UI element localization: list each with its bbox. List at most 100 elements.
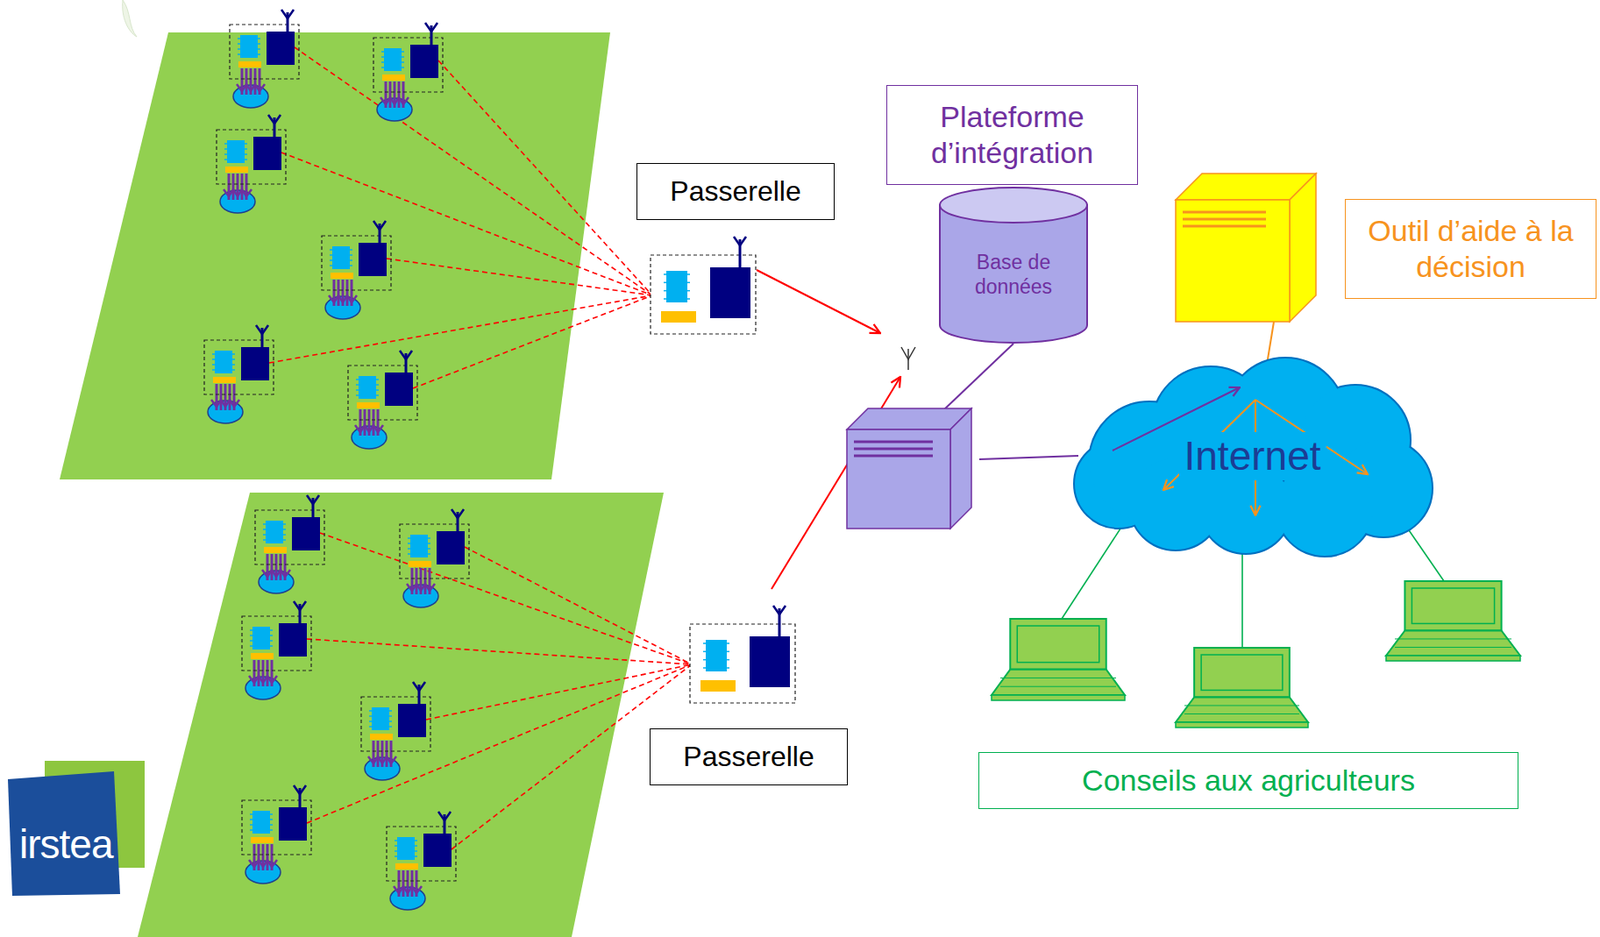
- gateway-device: [749, 636, 790, 688]
- sensor-node: [321, 235, 392, 291]
- decision-tool-box: Outil d’aide à la décision: [1344, 199, 1597, 299]
- sensor-node: [306, 495, 320, 505]
- gateway-label: Passerelle: [649, 728, 848, 786]
- sensor-node: [254, 68, 257, 95]
- sensor-node: [423, 833, 452, 868]
- gateway-device: [705, 640, 727, 672]
- gateway-device: [666, 270, 688, 303]
- laptop: [991, 695, 1125, 701]
- sensor-node: [332, 246, 350, 270]
- sensor-node: [266, 31, 295, 65]
- laptop: [1194, 647, 1290, 697]
- sensor-node: [216, 114, 286, 214]
- decision-server: [1182, 225, 1266, 228]
- decision-server: [1175, 173, 1316, 322]
- sensor-node: [330, 272, 354, 279]
- sensor-node: [399, 350, 413, 360]
- sensor-node: [216, 129, 286, 185]
- sensor-node: [281, 9, 294, 19]
- sensor-node: [358, 242, 387, 277]
- sensor-node: [348, 365, 418, 420]
- sensor-node: [255, 510, 325, 565]
- sensor-node: [278, 623, 307, 657]
- node-text: Conseils aux agriculteurs: [1081, 762, 1416, 799]
- laptop: [1184, 704, 1300, 706]
- node-text: Outil d’aide à la décision: [1358, 213, 1584, 285]
- sensor-node: [240, 35, 258, 58]
- sensor-node: [266, 660, 270, 687]
- sensor-node: [261, 327, 264, 348]
- sensor-node: [415, 568, 419, 595]
- sensor-node: [211, 399, 240, 407]
- field: [59, 32, 664, 937]
- radio-link: [464, 547, 692, 665]
- laptop: [1411, 588, 1494, 624]
- sensor-node: [270, 554, 274, 581]
- sensor-node: [253, 136, 282, 171]
- sensor-node: [398, 81, 401, 108]
- sensor-node: [372, 409, 376, 436]
- sensor-node: [250, 837, 274, 844]
- network-wire: [1061, 526, 1123, 619]
- logo: [7, 760, 145, 896]
- field: [59, 32, 611, 480]
- sensor-node: [412, 682, 426, 691]
- server: [853, 448, 933, 451]
- sensor-node: [399, 509, 470, 608]
- sensor-node: [241, 800, 312, 855]
- laptop: [1175, 722, 1309, 728]
- sensor-node: [373, 22, 443, 121]
- laptop: [991, 618, 1125, 701]
- sensor-node: [382, 74, 406, 81]
- laptop: [1184, 713, 1300, 715]
- sensor-node: [376, 740, 380, 768]
- sensor-node: [266, 844, 270, 871]
- server: [950, 408, 972, 529]
- sensor-node: [279, 554, 283, 581]
- sensor-node: [386, 811, 456, 911]
- sensor-node: [236, 84, 265, 92]
- decision-server: [1182, 218, 1266, 221]
- sensor-node: [257, 844, 261, 871]
- sensor-node: [255, 495, 325, 594]
- laptop: [1000, 686, 1117, 688]
- sensor-node: [293, 785, 306, 795]
- sensor-node: [425, 22, 438, 32]
- sensor-node: [265, 520, 284, 544]
- sensor-node: [252, 626, 271, 650]
- laptop: [1404, 581, 1501, 631]
- network-wire: [1241, 552, 1244, 648]
- sensor-node: [430, 25, 434, 45]
- sensor-node: [369, 733, 393, 740]
- gateway-device: [710, 267, 751, 319]
- sensor-node: [286, 12, 290, 32]
- sensor-node: [399, 524, 470, 579]
- logo-text: irstea: [19, 820, 113, 868]
- sensor-node: [411, 870, 414, 897]
- laptop: [991, 669, 1125, 696]
- radio-link: [306, 664, 692, 824]
- gateway-device: [661, 311, 697, 323]
- sensor-node: [262, 569, 291, 577]
- sensor-node: [228, 384, 232, 411]
- sensor-node: [358, 376, 377, 399]
- logo: [7, 771, 121, 896]
- laptop: [1009, 618, 1106, 670]
- sensor-node: [223, 189, 252, 197]
- sensor-node: [241, 347, 270, 381]
- sensor-node: [298, 788, 302, 808]
- gateway-label: Passerelle: [636, 163, 835, 221]
- server: [846, 429, 951, 529]
- sensor-node: [245, 68, 249, 95]
- sensor-node: [225, 166, 249, 173]
- laptop: [1386, 655, 1521, 662]
- sensor-node: [241, 616, 312, 671]
- node-text: Passerelle: [682, 739, 814, 774]
- uplink-arrow: [756, 270, 881, 334]
- sensor-node: [293, 601, 306, 611]
- sensor-node: [389, 81, 392, 108]
- sensor-node: [214, 350, 233, 374]
- server-antenna: [901, 347, 916, 370]
- sensor-node: [410, 534, 428, 558]
